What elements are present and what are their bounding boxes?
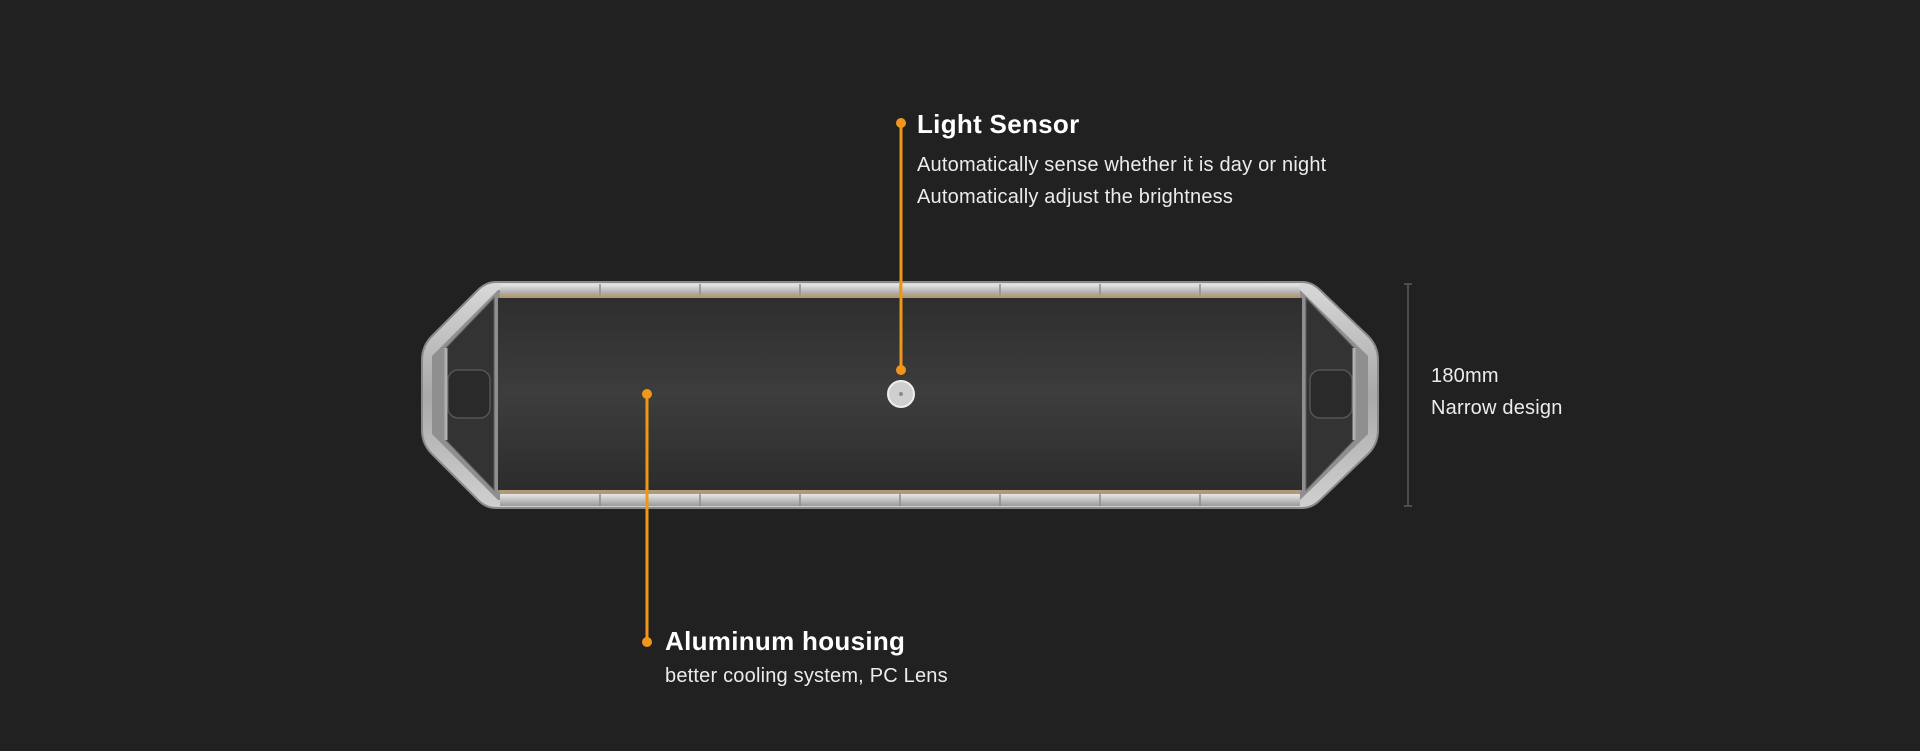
aluminum-housing-title: Aluminum housing [665, 626, 906, 656]
aluminum-housing-pointer [642, 389, 652, 647]
right-end-bracket [1309, 369, 1353, 419]
height-dimension-line [1404, 283, 1412, 507]
aluminum-housing-desc: better cooling system, PC Lens [665, 665, 948, 687]
height-value: 180mm [1431, 365, 1499, 387]
light-sensor-desc-1: Automatically sense whether it is day or… [917, 154, 1327, 176]
bottom-led-row [500, 490, 1300, 494]
light-sensor-title: Light Sensor [917, 109, 1080, 139]
bottom-lens-segments [599, 494, 1201, 506]
light-sensor-desc-2: Automatically adjust the brightness [917, 186, 1234, 208]
left-end-bracket [447, 369, 491, 419]
light-sensor-pointer [896, 118, 906, 375]
narrow-design-label: Narrow design [1431, 397, 1563, 419]
